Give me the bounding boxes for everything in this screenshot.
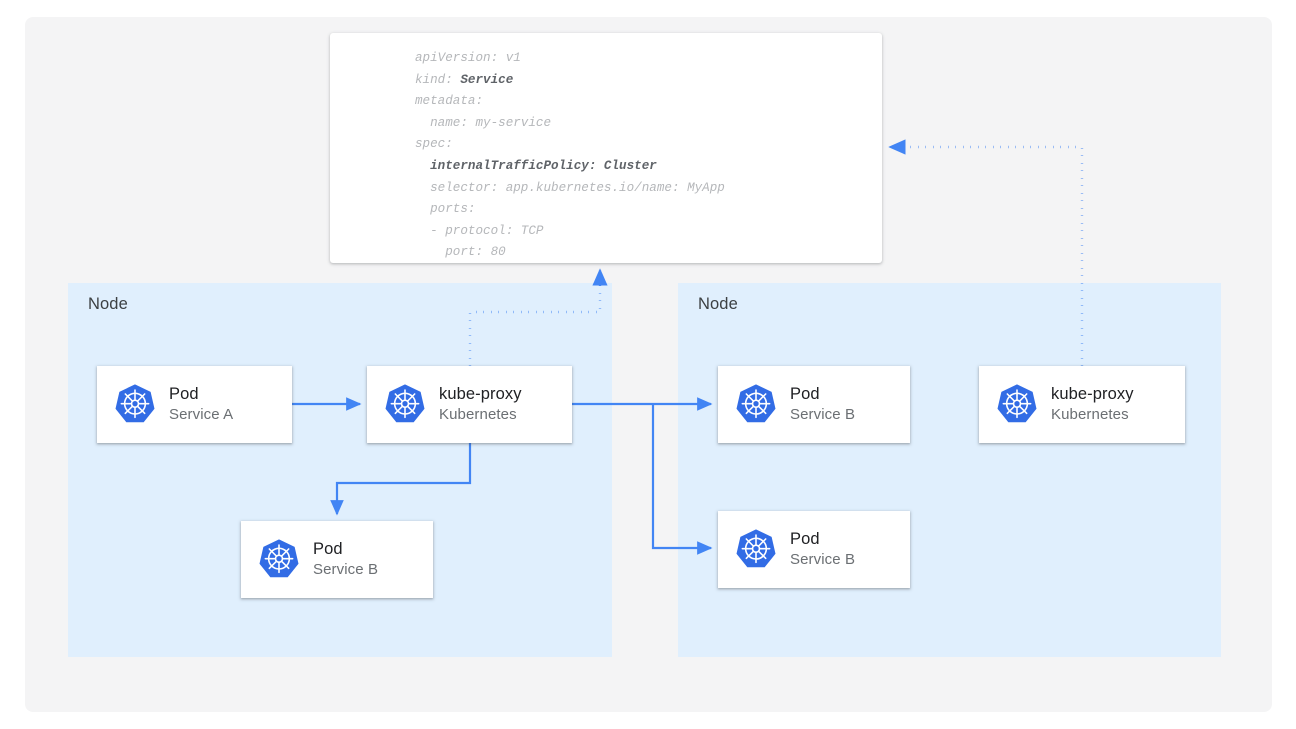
card-title: kube-proxy — [439, 385, 522, 404]
card-subtitle: Service B — [790, 406, 856, 424]
card-subtitle: Kubernetes — [439, 406, 517, 424]
service-yaml-manifest: apiVersion: v1 kind: Service metadata: nam… — [330, 33, 882, 263]
card-title: Pod — [790, 385, 820, 404]
card-text: Pod Service B — [790, 529, 855, 569]
card-pod-service-b-right-top[interactable]: Pod Service B — [718, 366, 910, 443]
kubernetes-icon — [385, 383, 425, 422]
node-container-left: Node — [68, 283, 612, 657]
node-label-right: Node — [698, 295, 738, 313]
card-subtitle: Service A — [169, 406, 234, 424]
code-line: name: my-service — [415, 115, 552, 130]
code-line: internalTrafficPolicy: Cluster — [415, 158, 657, 173]
node-label-left: Node — [88, 295, 128, 313]
code-line: metadata: — [415, 94, 484, 109]
card-pod-service-b-right-bottom[interactable]: Pod Service B — [718, 511, 910, 588]
card-text: kube-proxy Kubernetes — [1051, 384, 1134, 424]
card-text: Pod Service B — [790, 384, 855, 424]
card-text: Pod Service A — [169, 384, 233, 424]
kubernetes-icon — [115, 383, 155, 422]
card-title: kube-proxy — [1051, 385, 1134, 404]
kubernetes-icon — [736, 528, 776, 567]
card-pod-service-b-left-node[interactable]: Pod Service B — [241, 521, 433, 598]
card-pod-service-a[interactable]: Pod Service A — [97, 366, 292, 443]
code-line: port: 80 — [415, 245, 506, 260]
code-line: ports: — [415, 202, 476, 217]
card-subtitle: Kubernetes — [1051, 406, 1129, 424]
card-kube-proxy-right[interactable]: kube-proxy Kubernetes — [979, 366, 1185, 443]
code-line: - protocol: TCP — [415, 223, 544, 238]
card-title: Pod — [790, 530, 820, 549]
code-line: selector: app.kubernetes.io/name: MyApp — [415, 180, 725, 195]
card-subtitle: Service B — [313, 561, 379, 579]
code-line: kind: Service — [415, 72, 514, 87]
card-title: Pod — [169, 385, 199, 404]
card-subtitle: Service B — [790, 551, 856, 569]
card-text: Pod Service B — [313, 539, 378, 579]
kubernetes-icon — [259, 538, 299, 577]
card-kube-proxy-left[interactable]: kube-proxy Kubernetes — [367, 366, 572, 443]
code-line: apiVersion: v1 — [415, 51, 521, 65]
kubernetes-icon — [736, 383, 776, 422]
code-line: spec: — [415, 137, 453, 152]
card-title: Pod — [313, 540, 343, 559]
node-container-right: Node — [678, 283, 1221, 657]
card-text: kube-proxy Kubernetes — [439, 384, 522, 424]
service-yaml-text: apiVersion: v1 kind: Service metadata: nam… — [415, 48, 725, 263]
kubernetes-icon — [997, 383, 1037, 422]
